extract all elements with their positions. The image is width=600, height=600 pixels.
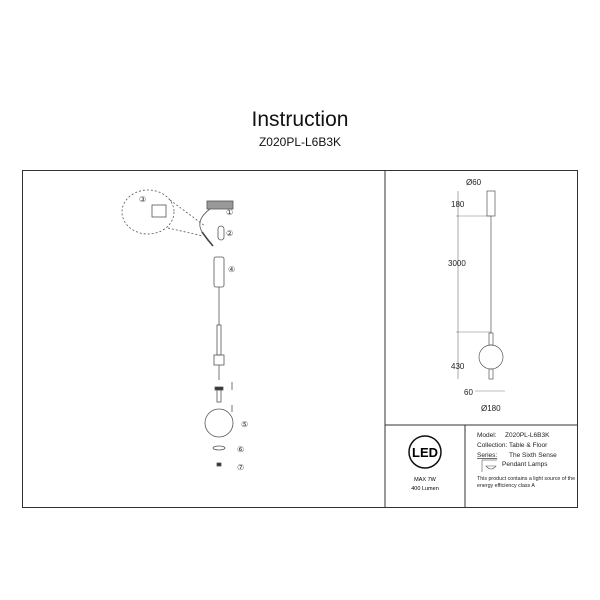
assembly-diagram — [121, 189, 234, 467]
led-logo: LED — [412, 445, 438, 460]
callouts: ① ② ③ ④ ⑤ ⑥ ⑦ — [139, 195, 248, 472]
callout-4: ④ — [228, 265, 235, 274]
dimension-diagram — [456, 190, 505, 392]
series-value: The Sixth Sense — [509, 452, 557, 459]
model-label: Model: — [477, 432, 497, 439]
callout-5: ⑤ — [241, 420, 248, 429]
canopy-cylinder — [213, 256, 225, 288]
glass-globe — [204, 408, 234, 438]
led-max-power: MAX 7W — [414, 477, 437, 483]
dim-shade-diameter: Ø180 — [481, 404, 501, 413]
callout-7: ⑦ — [237, 463, 244, 472]
energy-note-1: This product contains a light source of … — [477, 476, 575, 482]
dim-canopy-diameter: Ø60 — [466, 178, 482, 187]
dim-cable-length: 3000 — [448, 259, 466, 268]
model-code: Z020PL-L6B3K — [258, 135, 342, 149]
pendant-lamp-icon — [481, 459, 497, 472]
dim-canopy-height: 180 — [451, 200, 465, 209]
callout-3: ③ — [139, 195, 146, 204]
energy-note-2: energy efficiency class A — [477, 483, 535, 489]
terminal-block — [151, 204, 167, 218]
led-logo-icon — [408, 435, 442, 469]
page-title: Instruction — [251, 108, 349, 131]
callout-2: ② — [226, 229, 233, 238]
model-value: Z020PL-L6B3K — [505, 432, 550, 439]
callout-1: ① — [226, 208, 233, 217]
collection-label: Collection: — [477, 442, 508, 449]
callout-6: ⑥ — [237, 445, 244, 454]
instruction-frame — [22, 170, 578, 508]
ceiling-plate — [206, 200, 234, 210]
collection-value: Table & Floor — [509, 442, 548, 449]
type-value: Pendant Lamps — [502, 461, 548, 468]
series-label: Series: — [477, 452, 497, 459]
dim-shade-height: 430 — [451, 362, 465, 371]
dim-tip-height: 60 — [464, 388, 473, 397]
led-lumen: 400 Lumen — [411, 486, 439, 492]
